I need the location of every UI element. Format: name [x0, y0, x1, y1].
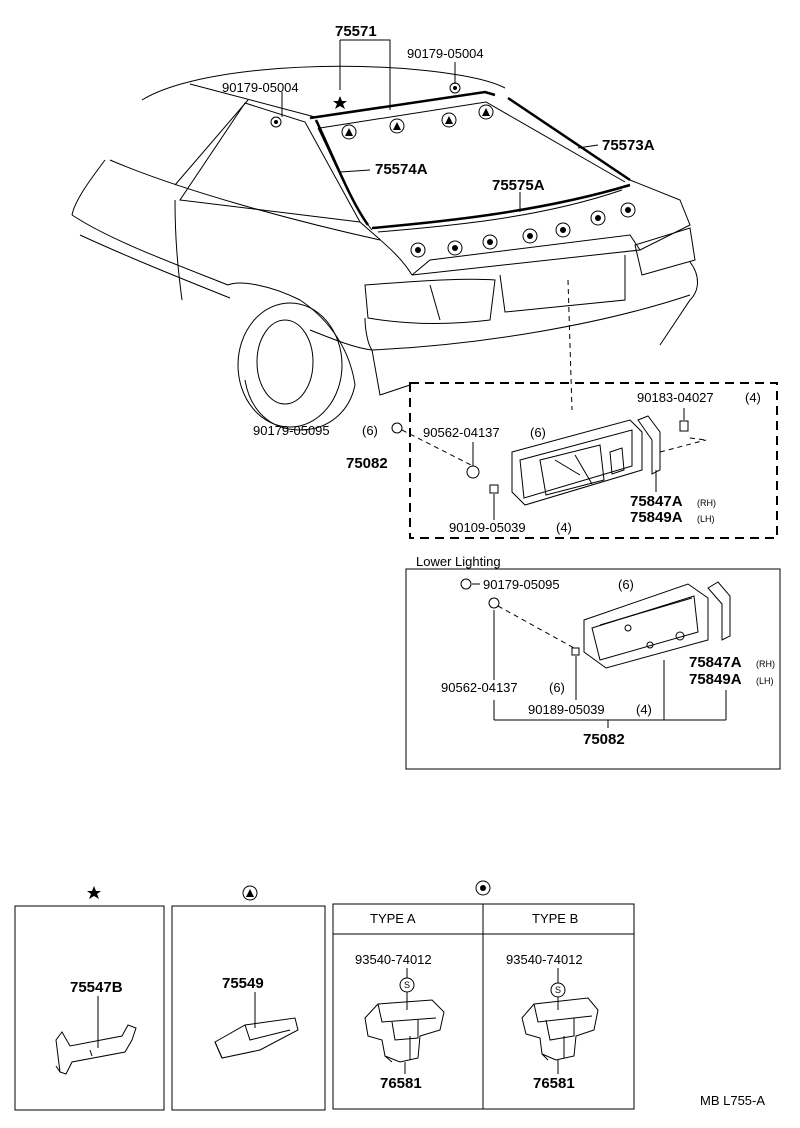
label-90109-05039: 90109-05039 [449, 520, 526, 535]
label-lower-rh: (RH) [756, 659, 775, 669]
clip-lower-icon [488, 597, 500, 609]
screw-lower-icon [571, 647, 580, 656]
label-90562-04137-qty: (6) [530, 425, 546, 440]
fastener-type-b-drawing [521, 968, 599, 1061]
label-75082-upper: 75082 [346, 455, 388, 472]
label-76581-b: 76581 [533, 1075, 575, 1092]
label-90183-04027: 90183-04027 [637, 390, 714, 405]
label-90179-05004-left: 90179-05004 [222, 80, 299, 95]
label-lower-90189-05039: 90189-05039 [528, 702, 605, 717]
label-lower-75847A: 75847A [689, 654, 742, 671]
label-90179-05095-qty: (6) [362, 423, 378, 438]
label-93540-74012-a: 93540-74012 [355, 952, 432, 967]
fastener-type-a-drawing [364, 968, 445, 1063]
panel-75547B [14, 905, 165, 1111]
label-lower-90562-04137-qty: (6) [549, 680, 565, 695]
screw-90109-05039-icon [489, 484, 499, 494]
s-mark-a: S [404, 980, 410, 990]
label-90562-04137: 90562-04137 [423, 425, 500, 440]
figure-code: MB L755-A [700, 1093, 765, 1108]
label-90179-05004-right: 90179-05004 [407, 46, 484, 61]
triangle-clip-marks [341, 104, 494, 140]
label-90179-05095: 90179-05095 [253, 423, 330, 438]
round-clip-symbol [475, 880, 491, 896]
type-b-header: TYPE B [532, 911, 578, 926]
nut-90179-05095-icon [391, 422, 403, 434]
nut-90183-04027-icon [679, 420, 689, 432]
label-lower-75082: 75082 [583, 731, 625, 748]
clip-90562-04137-icon [466, 465, 480, 479]
leader-dashed-to-box [567, 279, 573, 411]
label-75575A: 75575A [492, 177, 545, 194]
label-75573A: 75573A [602, 137, 655, 154]
triangle-symbol [242, 885, 258, 901]
top-leaders [281, 39, 599, 212]
nut-lower-icon [460, 578, 472, 590]
lower-lighting-box [405, 568, 781, 770]
license-bracket-lower [583, 583, 709, 669]
lower-box-leaders [472, 583, 727, 728]
label-lower-lh: (LH) [756, 676, 774, 686]
label-lh: (LH) [697, 514, 715, 524]
license-bracket-upper [511, 419, 643, 506]
label-75547B: 75547B [70, 979, 123, 996]
label-lower-75849A: 75849A [689, 671, 742, 688]
label-90109-05039-qty: (4) [556, 520, 572, 535]
car-body-outline [71, 65, 698, 431]
roof-nut-icons [270, 82, 461, 128]
label-75847A: 75847A [630, 493, 683, 510]
label-lower-90189-05039-qty: (4) [636, 702, 652, 717]
label-75574A: 75574A [375, 161, 428, 178]
label-75849A: 75849A [630, 509, 683, 526]
star-mark [333, 96, 347, 109]
back-window-moldings [309, 90, 631, 233]
label-lower-90179-05095: 90179-05095 [483, 577, 560, 592]
label-75571: 75571 [335, 23, 377, 40]
clip-75549-drawing [214, 1017, 299, 1059]
label-76581-a: 76581 [380, 1075, 422, 1092]
star-symbol [87, 886, 101, 899]
license-lamp-dashed-box [409, 382, 778, 539]
rh-lh-bracket-upper [637, 415, 661, 475]
lower-lighting-title: Lower Lighting [416, 554, 501, 569]
rh-lh-bracket-lower [707, 581, 731, 641]
label-lower-90179-05095-qty: (6) [618, 577, 634, 592]
label-75549: 75549 [222, 975, 264, 992]
panel-75549 [171, 905, 326, 1111]
label-lower-90562-04137: 90562-04137 [441, 680, 518, 695]
upper-box-leaders [401, 408, 707, 520]
label-93540-74012-b: 93540-74012 [506, 952, 583, 967]
round-clip-marks [410, 202, 636, 258]
clip-75547B-drawing [55, 1024, 137, 1075]
type-a-header: TYPE A [370, 911, 416, 926]
label-90183-04027-qty: (4) [745, 390, 761, 405]
label-rh: (RH) [697, 498, 716, 508]
leaders-76581 [404, 1060, 559, 1074]
s-mark-b: S [555, 985, 561, 995]
